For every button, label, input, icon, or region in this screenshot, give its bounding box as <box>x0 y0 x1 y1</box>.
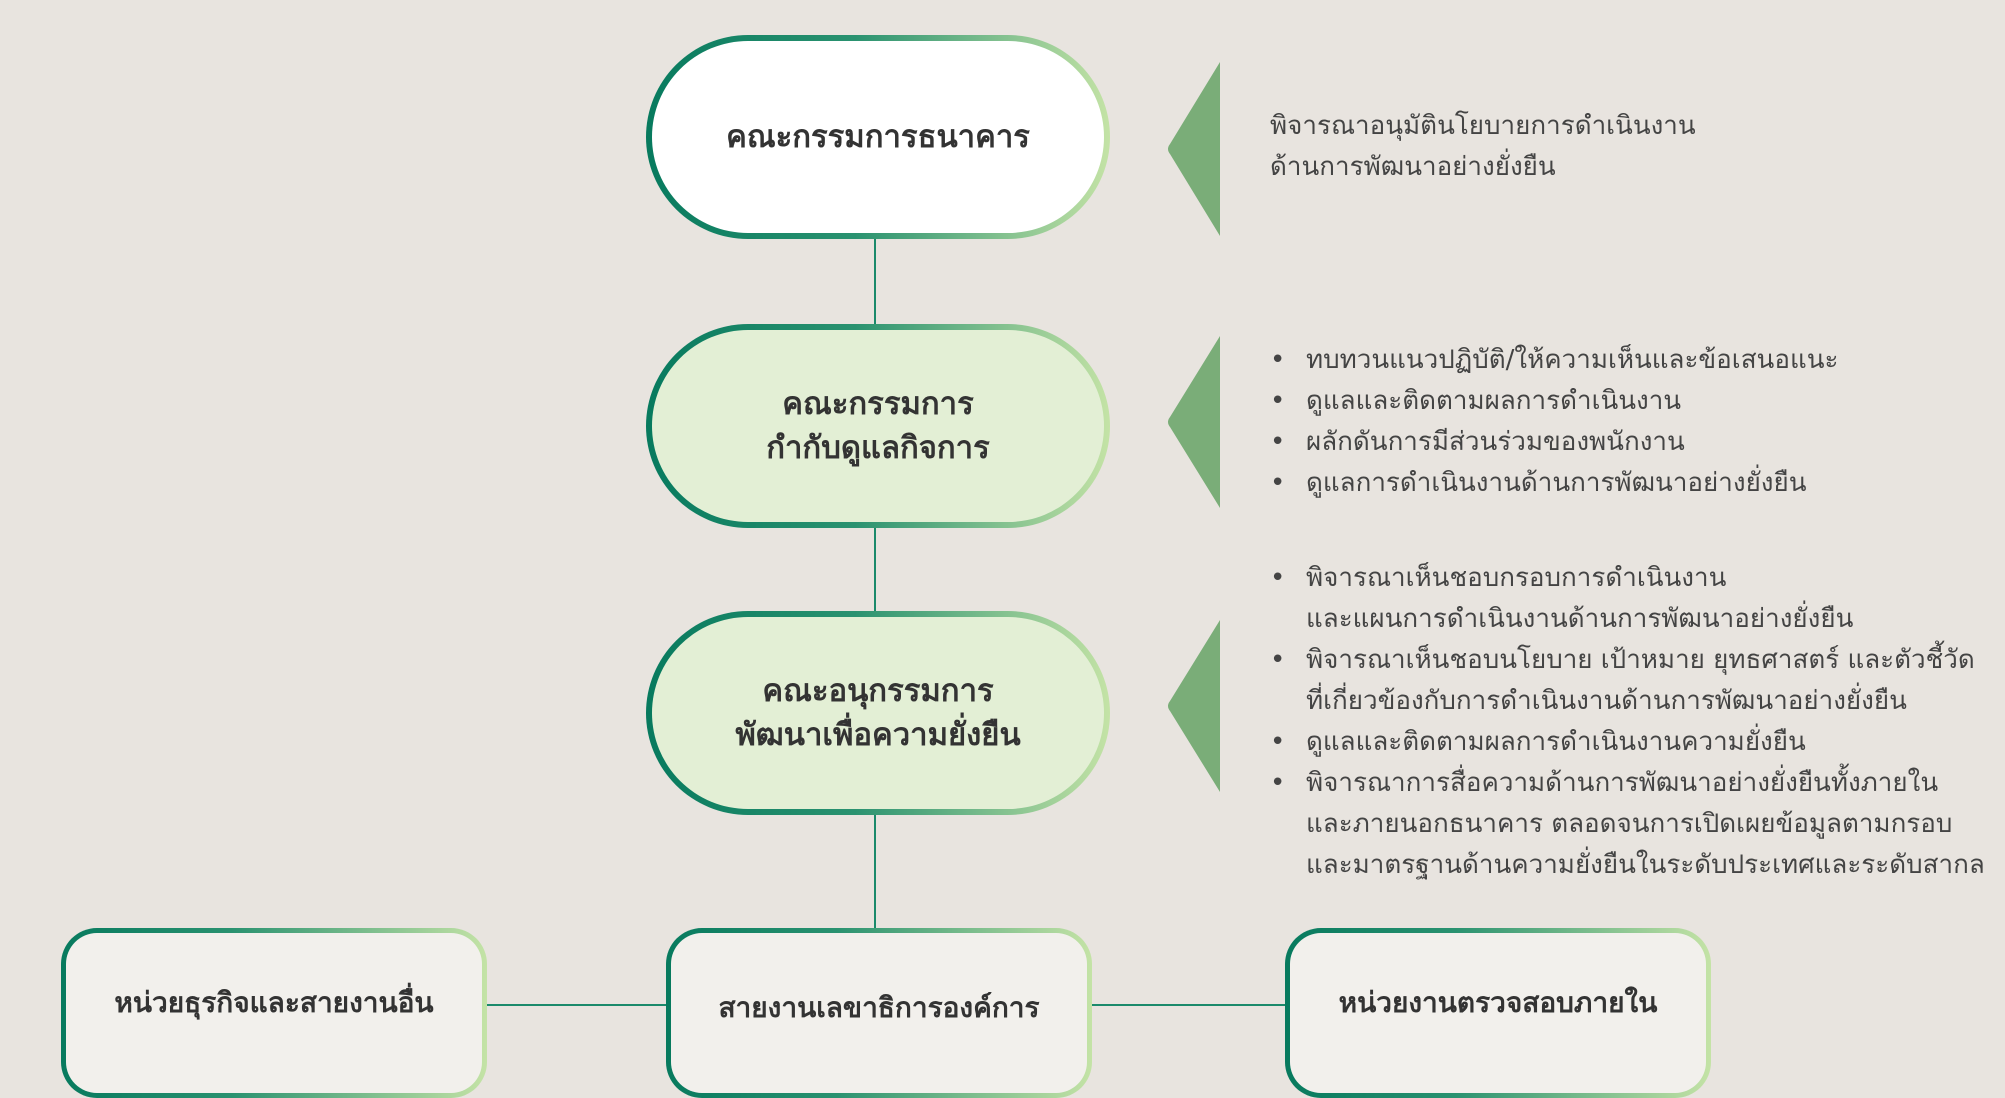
pointer-triangle-icon <box>1164 618 1222 794</box>
bullet-line: พิจารณาการสื่อความด้านการพัฒนาอย่างยั่งย… <box>1306 768 1939 798</box>
pointer-triangle-icon <box>1164 334 1222 510</box>
bullet-line: พิจารณาเห็นชอบนโยบาย เป้าหมาย ยุทธศาสตร์… <box>1306 645 1975 675</box>
connector-horizontal-right <box>1088 1004 1288 1006</box>
node-label-line: พัฒนาเพื่อความยั่งยืน <box>735 717 1021 753</box>
bullet-item: พิจารณาการสื่อความด้านการพัฒนาอย่างยั่งย… <box>1270 763 1985 886</box>
node-board: คณะกรรมการธนาคาร <box>646 35 1110 239</box>
node-label: หน่วยธุรกิจและสายงานอื่น <box>114 986 434 1019</box>
node-label-line: คณะอนุกรรมการ <box>762 673 994 709</box>
bullet-item: พิจารณาเห็นชอบกรอบการดำเนินงาน และแผนการ… <box>1270 558 1985 640</box>
bullet-item: ดูแลและติดตามผลการดำเนินงานความยั่งยืน <box>1270 722 1985 763</box>
node-board-label: คณะกรรมการธนาคาร <box>726 119 1030 155</box>
bullet-item: ทบทวนแนวปฏิบัติ/ให้ความเห็นและข้อเสนอแนะ <box>1270 340 1838 381</box>
description-line: ด้านการพัฒนาอย่างยั่งยืน <box>1270 152 1556 182</box>
bullet-item: พิจารณาเห็นชอบนโยบาย เป้าหมาย ยุทธศาสตร์… <box>1270 640 1985 722</box>
sustainability-description: พิจารณาเห็นชอบกรอบการดำเนินงาน และแผนการ… <box>1270 558 1985 886</box>
board-description: พิจารณาอนุมัตินโยบายการดำเนินงาน ด้านการ… <box>1270 106 1696 188</box>
node-governance-committee: คณะกรรมการ กำกับดูแลกิจการ <box>646 324 1110 528</box>
bullet-item: ดูแลและติดตามผลการดำเนินงาน <box>1270 381 1838 422</box>
node-sustainability-subcommittee: คณะอนุกรรมการ พัฒนาเพื่อความยั่งยืน <box>646 611 1110 815</box>
connector-horizontal-left <box>486 1004 668 1006</box>
bullet-line: ดูแลและติดตามผลการดำเนินงานความยั่งยืน <box>1306 727 1806 757</box>
node-label: สายงานเลขาธิการองค์การ <box>718 991 1040 1024</box>
bullet-line: และมาตรฐานด้านความยั่งยืนในระดับประเทศแล… <box>1306 850 1985 880</box>
governance-description: ทบทวนแนวปฏิบัติ/ให้ความเห็นและข้อเสนอแนะ… <box>1270 340 1838 504</box>
connector-vertical-2 <box>874 526 876 614</box>
node-secretariat: สายงานเลขาธิการองค์การ <box>666 928 1092 1098</box>
node-internal-audit: หน่วยงานตรวจสอบภายใน <box>1285 928 1711 1098</box>
bullet-item: ดูแลการดำเนินงานด้านการพัฒนาอย่างยั่งยืน <box>1270 463 1838 504</box>
node-business-units: หน่วยธุรกิจและสายงานอื่น <box>61 928 487 1098</box>
node-label-line: กำกับดูแลกิจการ <box>766 430 990 466</box>
bullet-line: พิจารณาเห็นชอบกรอบการดำเนินงาน <box>1306 563 1727 593</box>
node-label-line: คณะกรรมการ <box>782 386 974 422</box>
bullet-item: ผลักดันการมีส่วนร่วมของพนักงาน <box>1270 422 1838 463</box>
connector-vertical-1 <box>874 239 876 327</box>
description-line: พิจารณาอนุมัตินโยบายการดำเนินงาน <box>1270 111 1696 141</box>
bullet-line: ที่เกี่ยวข้องกับการดำเนินงานด้านการพัฒนา… <box>1306 686 1907 716</box>
node-label: หน่วยงานตรวจสอบภายใน <box>1338 986 1658 1019</box>
bullet-line: และภายนอกธนาคาร ตลอดจนการเปิดเผยข้อมูลตา… <box>1306 809 1953 839</box>
connector-vertical-3 <box>874 813 876 931</box>
pointer-triangle-icon <box>1164 60 1222 238</box>
bullet-line: และแผนการดำเนินงานด้านการพัฒนาอย่างยั่งย… <box>1306 604 1854 634</box>
